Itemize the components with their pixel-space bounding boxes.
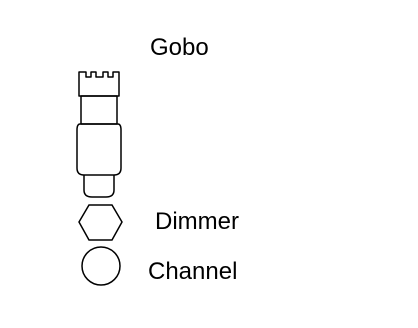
hexagon-dimmer-icon xyxy=(78,204,123,241)
channel-label: Channel xyxy=(148,258,238,285)
dimmer-label: Dimmer xyxy=(155,208,239,235)
lens-body xyxy=(76,123,122,176)
gobo-holder xyxy=(78,71,120,97)
gobo-label: Gobo xyxy=(150,34,209,61)
ellipsoidal-fixture-icon xyxy=(76,71,122,198)
upper-barrel xyxy=(80,95,118,125)
circle-channel-icon xyxy=(81,246,121,286)
lamp-housing xyxy=(83,175,115,198)
